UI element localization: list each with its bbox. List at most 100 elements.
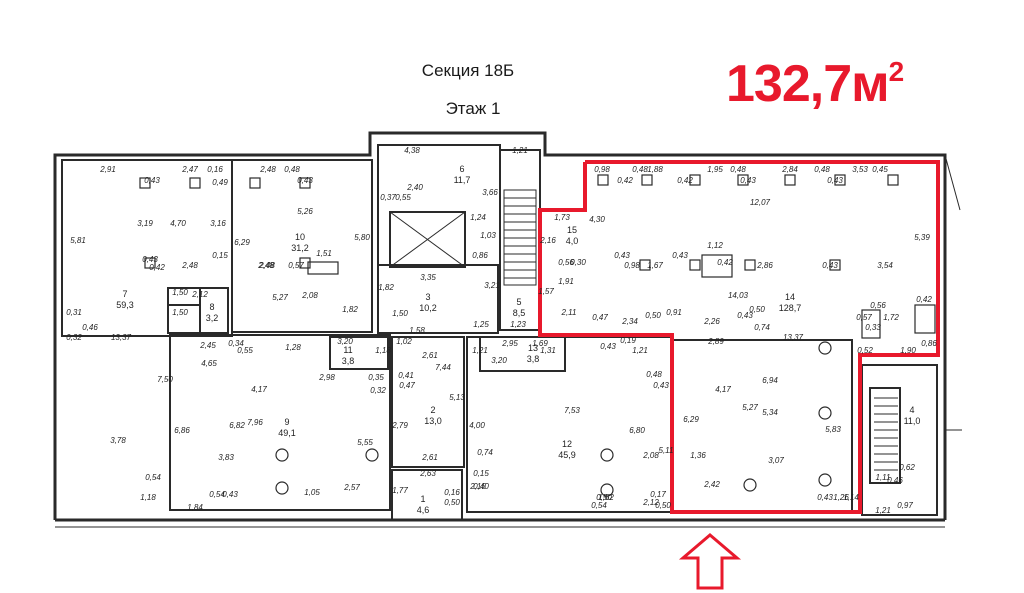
dimension-label: 2,12: [191, 290, 208, 299]
dimension-label: 1,57: [538, 287, 554, 296]
dimension-label: 0,19: [620, 336, 636, 345]
dimension-label: 0,31: [66, 308, 82, 317]
dimension-label: 3,20: [337, 337, 353, 346]
dimension-label: 1,50: [392, 309, 408, 318]
dimension-label: 3,19: [137, 219, 153, 228]
room-number: 12: [562, 439, 572, 449]
room-area: 13,0: [424, 416, 442, 426]
dimension-label: 2,40: [406, 183, 423, 192]
dimension-label: 0,98: [594, 165, 610, 174]
room-area: 11,0: [904, 416, 921, 426]
dimension-label: 0,47: [592, 313, 608, 322]
room-area: 49,1: [278, 428, 296, 438]
dimension-label: 2,95: [501, 339, 518, 348]
room-number: 15: [567, 225, 577, 235]
dimension-label: 0,45: [872, 165, 888, 174]
dimension-label: 0,43: [144, 176, 160, 185]
dimension-label: 0,57: [288, 261, 304, 270]
dimension-label: 0,48: [284, 165, 300, 174]
dimension-label: 0,74: [754, 323, 770, 332]
area-unit-superscript: 2: [888, 55, 905, 87]
dimension-label: 1,11: [876, 473, 891, 482]
dimension-label: 0,50: [655, 501, 671, 510]
dimension-label: 0,50: [645, 311, 661, 320]
dimension-label: 1,23: [510, 320, 526, 329]
dimension-label: 1,36: [690, 451, 706, 460]
dimension-label: 1,18: [375, 346, 391, 355]
dimension-label: 1,02: [396, 337, 412, 346]
dimension-label: 6,29: [683, 415, 699, 424]
dimension-label: 6,94: [762, 376, 778, 385]
dimension-label: 0,56: [870, 301, 886, 310]
dimension-label: 1,95: [707, 165, 723, 174]
room-area: 3,8: [342, 356, 355, 366]
room-number: 10: [295, 232, 305, 242]
dimension-label: 0,37: [380, 193, 396, 202]
room-area: 4,6: [417, 505, 430, 515]
dimension-label: 2,47: [181, 165, 198, 174]
dimension-label: 2,61: [421, 351, 438, 360]
floor-title: Этаж 1: [445, 99, 501, 118]
dimension-label: 1,28: [285, 343, 301, 352]
dimension-label: 3,78: [110, 436, 126, 445]
dimension-label: 2,12: [642, 498, 659, 507]
dimension-label: 1,14: [843, 493, 859, 502]
dimension-label: 12,07: [750, 198, 771, 207]
dimension-label: 3,66: [482, 188, 498, 197]
dimension-label: 7,96: [247, 418, 263, 427]
dimension-label: 0,43: [822, 261, 838, 270]
room-number: 14: [785, 292, 795, 302]
dimension-label: 1,12: [707, 241, 723, 250]
dimension-label: 0,40: [473, 482, 489, 491]
dimension-label: 1,24: [470, 213, 486, 222]
dimension-label: 5,55: [357, 438, 373, 447]
room-number: 8: [209, 302, 214, 312]
dimension-label: 5,81: [70, 236, 86, 245]
dimension-label: 2,15: [469, 482, 486, 491]
room-number: 3: [425, 292, 430, 302]
room-number: 6: [459, 164, 464, 174]
room-area: 8,5: [513, 308, 526, 318]
dimension-label: 2,26: [703, 317, 720, 326]
dimension-label: 5,27: [742, 403, 758, 412]
dimension-label: 0,98: [624, 261, 640, 270]
dimension-label: 2,34: [621, 317, 638, 326]
dimension-label: 2,63: [419, 469, 436, 478]
room-area: 3,2: [206, 313, 219, 323]
dimension-label: 0,57: [856, 313, 872, 322]
dimension-label: 0,43: [740, 176, 756, 185]
dimension-label: 1,25: [473, 320, 489, 329]
dimension-label: 6,82: [229, 421, 245, 430]
dimension-label: 2,48: [181, 261, 198, 270]
dimension-label: 5,80: [354, 233, 370, 242]
dimension-label: 1,84: [187, 503, 203, 512]
room-area: 11,7: [454, 175, 471, 185]
area-value: 132,7м: [726, 55, 890, 113]
dimension-label: 0,43: [297, 176, 313, 185]
dimension-label: 2,48: [259, 165, 276, 174]
dimension-label: 1,31: [540, 346, 556, 355]
dimension-label: 14,03: [728, 291, 749, 300]
dimension-label: 5,39: [914, 233, 930, 242]
dimension-label: 2,48: [257, 261, 274, 270]
dimension-label: 4,30: [589, 215, 605, 224]
dimension-label: 4,00: [469, 421, 485, 430]
dimension-label: 1,90: [900, 346, 916, 355]
dimension-label: 13,37: [111, 333, 132, 342]
room-area: 4,0: [566, 236, 579, 246]
dimension-label: 1,72: [883, 313, 899, 322]
dimension-label: 0,32: [370, 386, 386, 395]
dimension-label: 3,53: [852, 165, 868, 174]
dimension-label: 5,34: [762, 408, 778, 417]
dimension-label: 0,43: [600, 342, 616, 351]
dimension-label: 0,43: [817, 493, 833, 502]
dimension-label: 0,91: [666, 308, 682, 317]
dimension-label: 0,43: [142, 255, 158, 264]
dimension-label: 0,47: [399, 381, 415, 390]
dimension-label: 1,62: [598, 493, 614, 502]
dimension-label: 2,91: [99, 165, 116, 174]
dimension-label: 4,17: [715, 385, 731, 394]
dimension-label: 2,61: [421, 453, 438, 462]
